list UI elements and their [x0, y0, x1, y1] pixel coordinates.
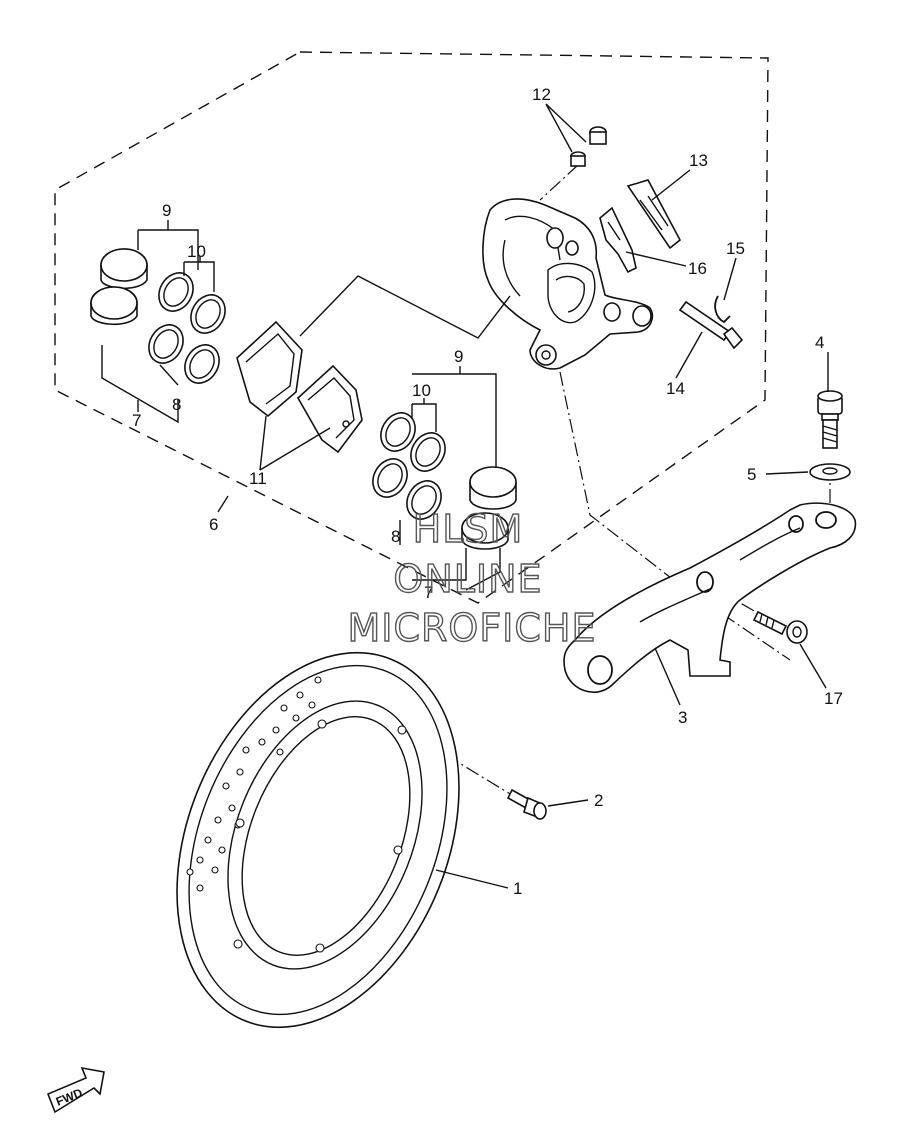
- bracket-bolt: [752, 610, 808, 644]
- callout-2: 2: [594, 791, 603, 810]
- callout-15: 15: [726, 239, 745, 258]
- callout-13: 13: [689, 151, 708, 170]
- leader-lines: [101, 103, 829, 889]
- pad-spring-plate: [626, 179, 682, 250]
- callout-4: 4: [815, 333, 824, 352]
- callout-17: 17: [824, 689, 843, 708]
- callout-3: 3: [678, 708, 687, 727]
- disc-bolt: [506, 788, 547, 820]
- callout-9-right: 9: [454, 347, 463, 366]
- callout-11: 11: [249, 469, 267, 488]
- r-clip: [714, 295, 731, 324]
- watermark-line-2: ONLINE: [393, 557, 542, 601]
- callout-7-right: 7: [424, 583, 433, 602]
- brake-disc: [176, 651, 460, 1029]
- callout-12: 12: [532, 85, 551, 104]
- callout-5: 5: [747, 465, 756, 484]
- caliper-assembly-boundary: [54, 51, 769, 604]
- mounting-bolt: [817, 390, 843, 449]
- disc-vent-holes: [186, 676, 407, 953]
- caliper-bracket: [563, 502, 857, 694]
- piston-left-upper: [100, 248, 148, 290]
- callout-6: 6: [209, 515, 218, 534]
- callout-labels: 1 2 3 4 5 6 7 7 8 8 9 9 10 10 11 12 13 1…: [132, 85, 843, 898]
- centerline-disc-bolt: [404, 729, 521, 801]
- callout-16: 16: [688, 259, 707, 278]
- piston-seals-right: [372, 412, 446, 520]
- pad-clip: [599, 206, 637, 274]
- forward-direction-arrow: FWD: [46, 1066, 105, 1114]
- brake-pad-inner: [296, 364, 363, 454]
- washer: [809, 463, 851, 481]
- callout-8-right: 8: [391, 527, 400, 546]
- callout-14: 14: [666, 379, 685, 398]
- callout-10-left: 10: [187, 242, 206, 261]
- piston-right-lower: [461, 512, 509, 550]
- caliper-body: [482, 198, 654, 370]
- piston-seals-left: [148, 272, 226, 384]
- piston-right-upper: [469, 466, 517, 510]
- callout-9-left: 9: [162, 201, 171, 220]
- centerline-caliper-to-bracket: [559, 371, 791, 661]
- callout-1: 1: [513, 879, 522, 898]
- watermark: HLSM ONLINE MICROFICHE: [347, 506, 596, 650]
- centerline-bleed-screw: [539, 164, 579, 201]
- pad-pin: [678, 300, 744, 350]
- brake-pad-outer: [236, 320, 303, 418]
- callout-7-left: 7: [132, 411, 141, 430]
- watermark-line-3: MICROFICHE: [347, 606, 596, 650]
- piston-left-lower: [90, 286, 138, 326]
- callout-8-left: 8: [172, 395, 181, 414]
- callout-10-right: 10: [412, 381, 431, 400]
- watermark-line-1: HLSM: [413, 507, 524, 551]
- bleed-screw: [570, 126, 607, 167]
